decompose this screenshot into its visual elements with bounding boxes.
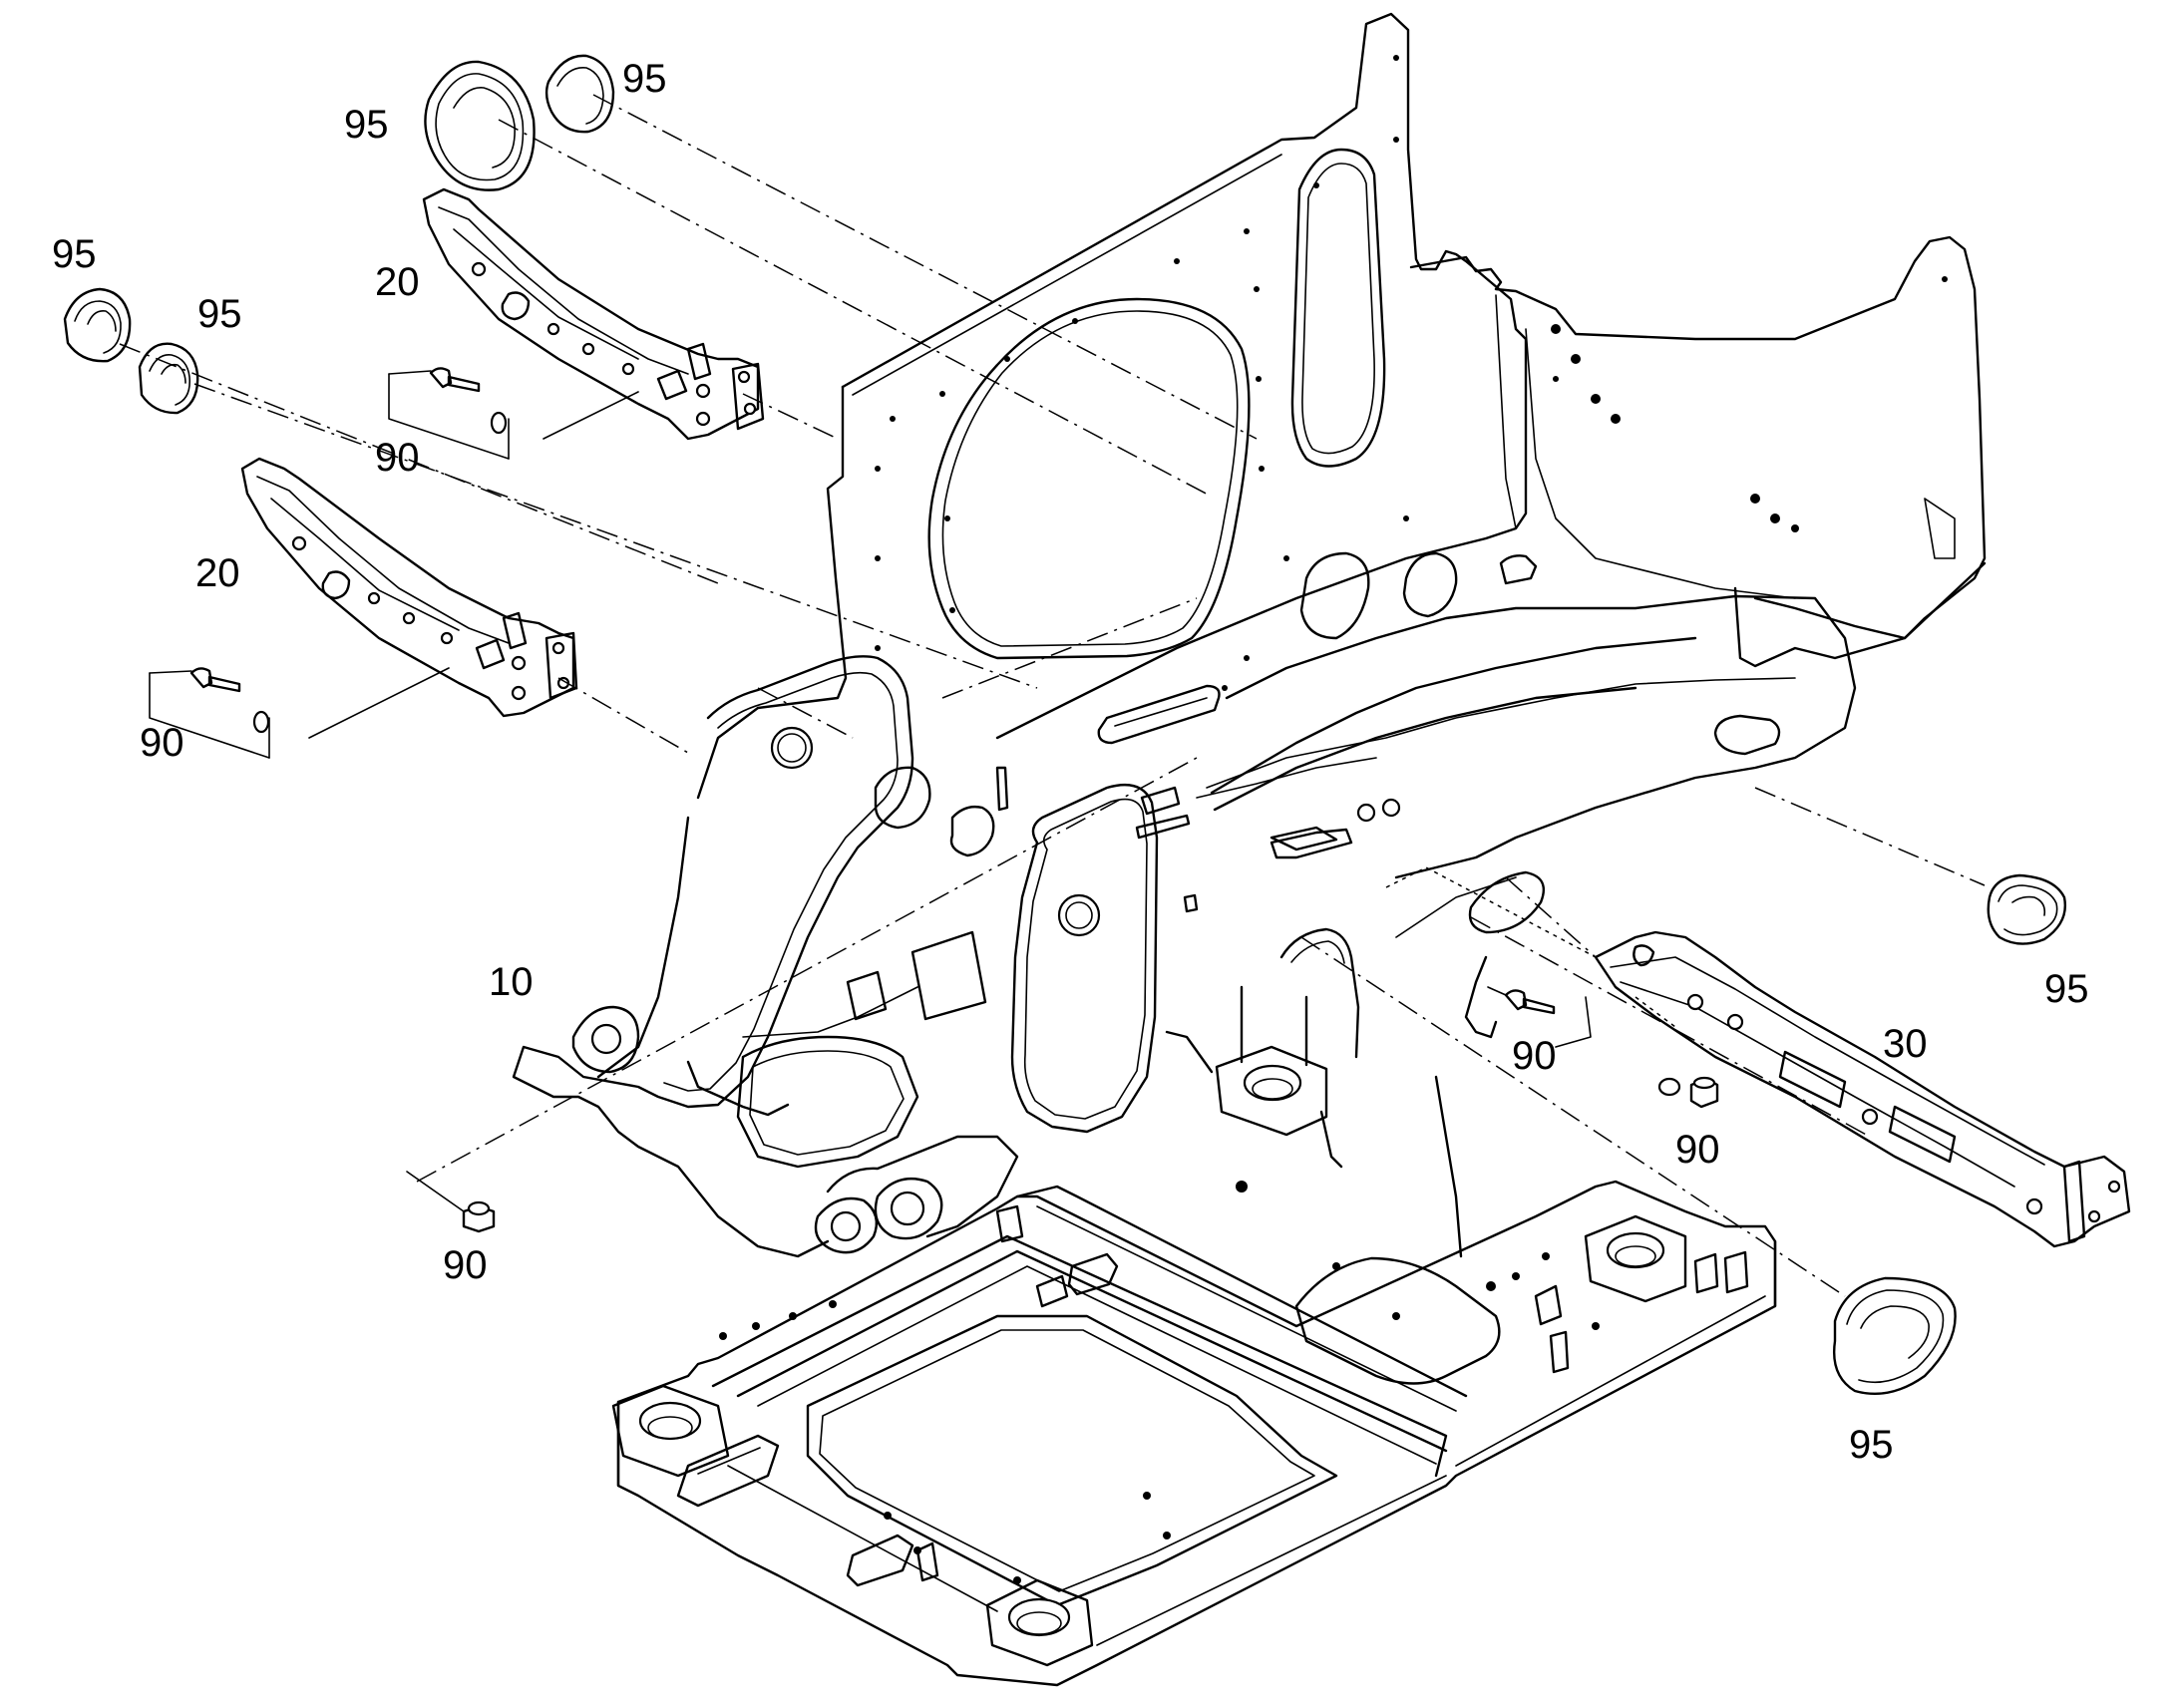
callout-90-lower-left: 90 [140, 721, 184, 765]
upper-support-arm-part-20 [422, 187, 765, 441]
callout-30-right-arm: 30 [1883, 1022, 1928, 1066]
main-frame-part-10 [512, 12, 1987, 1258]
lower-support-arm-part-20 [240, 457, 578, 718]
callout-90-bottom-left: 90 [443, 1243, 488, 1287]
callout-20-lower: 20 [195, 551, 240, 595]
callout-labels: 95 95 95 95 20 20 90 90 90 10 90 90 30 9… [52, 57, 2089, 1467]
callout-90-right-bolt: 90 [1512, 1034, 1557, 1078]
callout-10-main-frame: 10 [489, 960, 534, 1004]
callout-95-top-left: 95 [344, 103, 389, 147]
callout-90-right-plug: 90 [1675, 1128, 1720, 1172]
base-frame [611, 985, 1777, 1687]
callout-95-left-inner: 95 [197, 292, 242, 336]
callout-95-top-right: 95 [622, 57, 667, 101]
right-support-arm-part-30 [1594, 930, 2131, 1248]
callout-95-right-upper: 95 [2044, 967, 2089, 1011]
callout-95-right-lower: 95 [1849, 1423, 1894, 1467]
callout-95-left-outer: 95 [52, 232, 97, 276]
callout-90-upper-left: 90 [375, 436, 420, 480]
callout-20-upper: 20 [375, 260, 420, 304]
leader-lines [119, 94, 1986, 1297]
fasteners-part-90 [149, 367, 1719, 1233]
grommets-part-95 [63, 54, 2066, 1395]
